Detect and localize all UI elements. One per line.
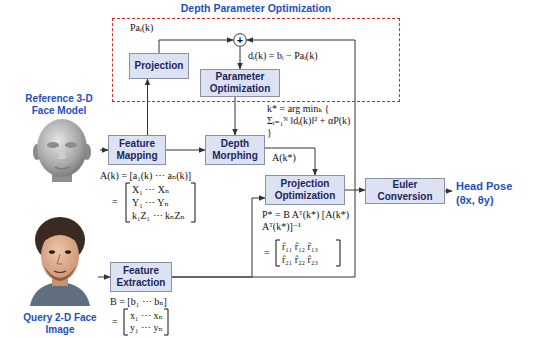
face-model-node: Reference 3-D Face Model (18, 93, 100, 183)
math-label: x₁ ⋯ xₙ (130, 310, 163, 322)
process-box: Parameter Optimization (200, 69, 280, 97)
connector-arrow (172, 40, 355, 277)
node-label: Head Pose (456, 179, 512, 193)
process-box: Euler Conversion (365, 178, 445, 204)
node-label: (θx, θy) (456, 193, 494, 207)
node-label: Parameter Optimization (204, 71, 276, 95)
node-label: Euler Conversion (369, 179, 441, 203)
connector-arrow (235, 97, 236, 135)
process-box: Projection Optimization (265, 175, 345, 205)
math-label: y₁ ⋯ yₙ (130, 322, 163, 334)
math-label: B = [b₁ ⋯ bₙ] (110, 296, 167, 308)
sum-junction: + (233, 33, 247, 47)
circle-shape (234, 34, 247, 47)
math-label: X₁ ⋯ Xₙ (132, 184, 169, 196)
bracket (126, 183, 130, 222)
node-label: Feature Mapping (112, 138, 162, 162)
connector-arrow (445, 191, 452, 192)
process-box: Projection (129, 53, 189, 79)
reference-face-model (33, 119, 91, 182)
math-label: A(k) = [a₁(k) ⋯ aₙ(k)] (100, 170, 191, 182)
process-box: Depth Morphing (205, 135, 265, 165)
image-caption: Reference 3-D Face Model (18, 93, 100, 117)
node-label: Depth Morphing (209, 138, 261, 162)
connector-arrow (159, 40, 233, 53)
math-label: r̂₁₁ r̂₁₂ r̂₁₃ (282, 241, 318, 253)
connector-arrow (166, 150, 205, 151)
bracket (276, 240, 280, 266)
math-label: k* = arg minₖ { Σᵢ₌₁ᴺ ‖dᵢ(k)‖² + αP(k) } (267, 103, 351, 139)
connector-arrow (265, 148, 315, 175)
math-label: r̂₂₁ r̂₂₂ r̂₂₃ (282, 254, 318, 266)
connector-arrow (147, 79, 148, 135)
region-title: Depth Parameter Optimization (113, 2, 399, 15)
image-caption: Query 2-D Face Image (22, 312, 98, 336)
node-label: Projection (135, 60, 184, 72)
bracket (164, 309, 168, 335)
bracket (124, 309, 128, 335)
connector-arrow (172, 198, 265, 277)
bracket (191, 183, 195, 222)
bracket (336, 240, 340, 266)
math-label: P* = B Aᵀ(k*) [A(k*) Aᵀ(k*)]⁻¹ (262, 209, 352, 233)
math-label: A(k*) (272, 152, 296, 164)
math-label: k₁Z₁ ⋯ kₙZₙ (132, 210, 185, 222)
math-label: dᵢ(k) = bᵢ − Paᵢ(k) (248, 50, 318, 62)
math-label: = (264, 247, 270, 259)
output-node: Head Pose(θx, θy) (452, 176, 546, 210)
math-label: = (112, 316, 118, 328)
query-face-photo (30, 217, 90, 306)
connector-arrow (240, 47, 241, 69)
node-label: Feature Extraction (114, 265, 168, 289)
face-image-node: Query 2-D Face Image (22, 212, 98, 336)
connector-arrow (100, 150, 108, 151)
node-label: Projection Optimization (269, 178, 341, 202)
math-label: Y₁ ⋯ Yₙ (132, 197, 169, 209)
process-box: Feature Extraction (110, 262, 172, 292)
math-label: = (112, 196, 118, 208)
process-box: Feature Mapping (108, 135, 166, 165)
node-label: + (237, 35, 243, 46)
math-label: Paᵢ(k) (130, 22, 153, 34)
connector-arrow (98, 277, 110, 278)
matrix-brackets (124, 183, 340, 335)
